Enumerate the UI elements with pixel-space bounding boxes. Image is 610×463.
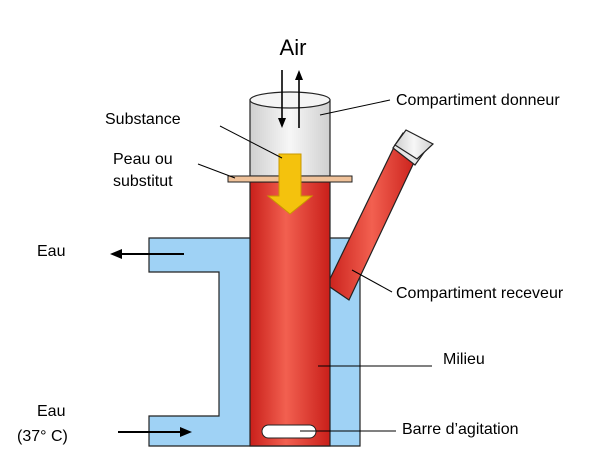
label-eau-bottom-line2: (37° C) [17,428,68,445]
leader-skin [197,163,236,179]
label-eau-bottom-line1: Eau [37,403,65,420]
label-substance: Substance [105,111,181,128]
label-eau-top: Eau [37,243,65,260]
label-peau-line2: substitut [113,173,173,190]
label-milieu: Milieu [443,351,485,368]
sampling-arm [326,129,435,301]
water-out-arrow [110,249,184,259]
label-barre-agitation: Barre d’agitation [402,421,519,438]
water-in-arrow [118,427,192,437]
substance-arrow [266,153,314,215]
label-compartiment-receveur: Compartiment receveur [396,285,564,302]
receiver-compartment [249,181,331,447]
label-compartiment-donneur: Compartiment donneur [396,92,560,109]
leader-receiver [351,269,393,293]
label-air: Air [280,35,307,60]
leader-donor [319,99,391,116]
air-arrows [278,70,303,128]
donor-compartment [249,91,331,177]
leader-substance [219,125,283,159]
label-peau-line1: Peau ou [113,151,173,168]
